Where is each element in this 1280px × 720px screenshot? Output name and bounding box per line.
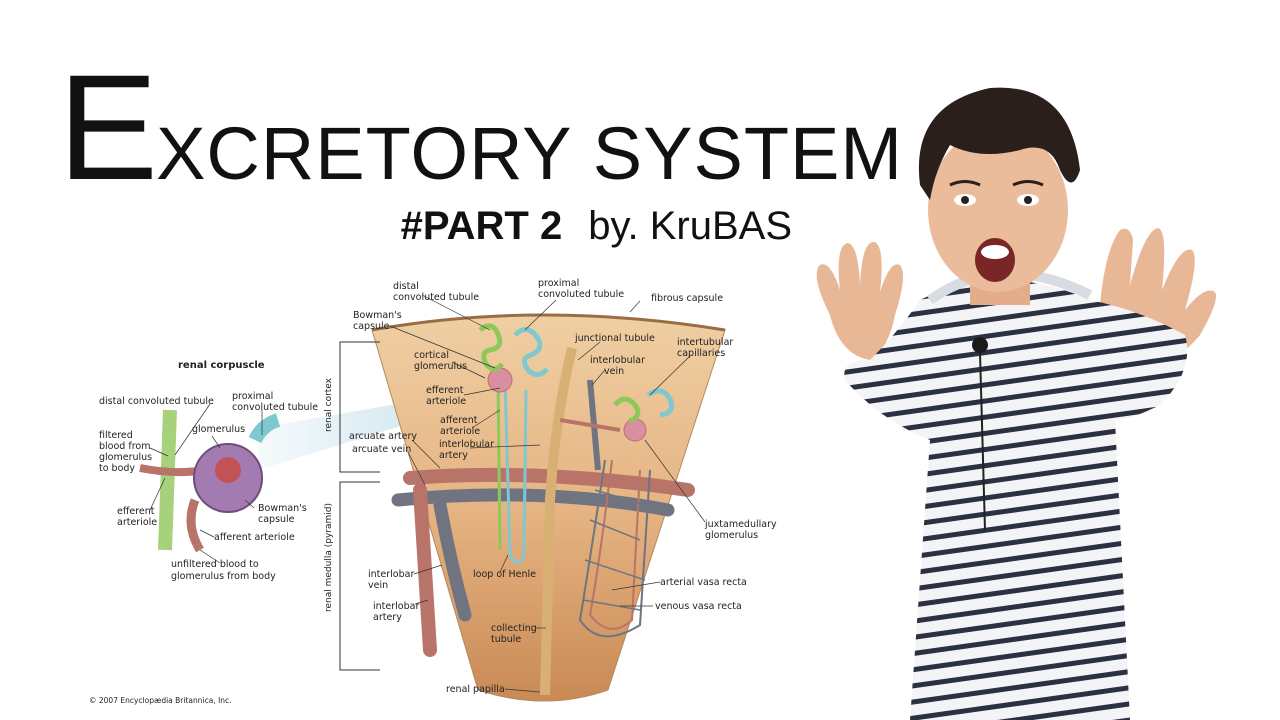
- label-filtered-2: blood from: [99, 441, 150, 452]
- label-afferent-arteriole: afferent arteriole: [214, 532, 295, 543]
- label-n-efferent-2: arteriole: [426, 396, 466, 407]
- label-unfiltered-2: glomerulus from body: [171, 571, 276, 582]
- afferent-arteriole-shape: [186, 498, 204, 553]
- label-arcuate-vein: arcuate vein: [352, 444, 411, 455]
- zoom-beam: [258, 400, 420, 470]
- label-renal-medulla: renal medulla (pyramid): [324, 503, 334, 612]
- label-unfiltered-1: unfiltered blood to: [171, 559, 259, 570]
- label-efferent-2: arteriole: [117, 517, 157, 528]
- label-juxtamedullary-1: juxtamedullary: [704, 519, 777, 530]
- label-venous-vasa-recta: venous vasa recta: [655, 601, 742, 612]
- label-filtered-1: filtered: [99, 430, 133, 441]
- fibrous-capsule: [371, 313, 726, 332]
- label-filtered-4: to body: [99, 463, 135, 474]
- page-title: EXCRETORY SYSTEM: [58, 52, 903, 202]
- label-n-proximal-2: convoluted tubule: [538, 289, 624, 300]
- label-collecting-2: tubule: [491, 634, 521, 645]
- cortex-bracket: [339, 341, 380, 473]
- label-interlobar-vein-2: vein: [368, 580, 388, 591]
- label-intertubular-1: intertubular: [677, 337, 733, 348]
- label-n-bowman-1: Bowman's: [353, 310, 402, 321]
- interlobar-vein-shape: [433, 498, 472, 622]
- label-loop-of-henle: loop of Henle: [473, 569, 536, 580]
- label-efferent-1: efferent: [117, 506, 155, 517]
- label-bowman-1: Bowman's: [258, 503, 307, 514]
- label-n-distal-2: convoluted tubule: [393, 292, 479, 303]
- collecting-tubule-shape: [540, 346, 577, 696]
- juxtamedullary-glomerulus-shape: [623, 418, 647, 442]
- label-junctional-tubule: junctional tubule: [574, 333, 655, 344]
- label-fibrous-capsule: fibrous capsule: [651, 293, 723, 304]
- label-cortical-2: glomerulus: [414, 361, 467, 372]
- label-intertubular-2: capillaries: [677, 348, 725, 359]
- corpuscle-heading: renal corpuscle: [178, 360, 265, 371]
- part-label: #PART 2: [400, 204, 563, 248]
- label-interlobular-vein-2: vein: [604, 366, 624, 377]
- label-interlobar-vein-1: interlobar: [368, 569, 414, 580]
- label-interlobular-artery-1: interlobular: [439, 439, 494, 450]
- label-arterial-vasa-recta: arterial vasa recta: [660, 577, 747, 588]
- vasa-recta-shape: [578, 459, 651, 638]
- label-proximal-1: proximal: [232, 391, 273, 402]
- label-interlobular-vein-1: interlobular: [590, 355, 645, 366]
- label-bowman-2: capsule: [258, 514, 295, 525]
- arcuate-vein-shape: [391, 488, 675, 517]
- medulla-bracket: [339, 481, 380, 671]
- subtitle: #PART 2 by. KruBAS: [401, 204, 792, 249]
- label-interlobar-artery-1: interlobar: [373, 601, 419, 612]
- label-glomerulus: glomerulus: [192, 424, 245, 435]
- arcuate-artery-shape: [403, 467, 695, 497]
- label-juxtamedullary-2: glomerulus: [705, 530, 758, 541]
- label-interlobular-artery-2: artery: [439, 450, 468, 461]
- label-cortical-1: cortical: [414, 350, 449, 361]
- label-filtered-3: glomerulus: [99, 452, 152, 463]
- label-n-afferent-1: afferent: [440, 415, 478, 426]
- label-n-afferent-2: arteriole: [440, 426, 480, 437]
- cortical-glomerulus-shape: [487, 367, 513, 393]
- copyright-notice: © 2007 Encyclopædia Britannica, Inc.: [89, 696, 232, 705]
- label-distal-convoluted-tubule: distal convoluted tubule: [99, 396, 214, 407]
- label-collecting-1: collecting: [491, 623, 537, 634]
- author-label: by. KruBAS: [588, 204, 792, 248]
- label-n-efferent-1: efferent: [426, 385, 464, 396]
- presenter-photo: [816, 87, 1216, 720]
- loop-of-henle-shape: [503, 379, 528, 564]
- label-renal-cortex: renal cortex: [324, 377, 334, 432]
- label-renal-papilla: renal papilla: [446, 684, 505, 695]
- label-proximal-2: convoluted tubule: [232, 402, 318, 413]
- title-first-letter: E: [58, 43, 158, 211]
- label-interlobar-artery-2: artery: [373, 612, 402, 623]
- label-n-distal-1: distal: [393, 281, 419, 292]
- interlobar-artery-shape: [413, 483, 437, 657]
- label-n-bowman-2: capsule: [353, 321, 390, 332]
- label-n-proximal-1: proximal: [538, 278, 579, 289]
- title-rest: XCRETORY SYSTEM: [156, 112, 904, 195]
- label-arcuate-artery: arcuate artery: [349, 431, 417, 442]
